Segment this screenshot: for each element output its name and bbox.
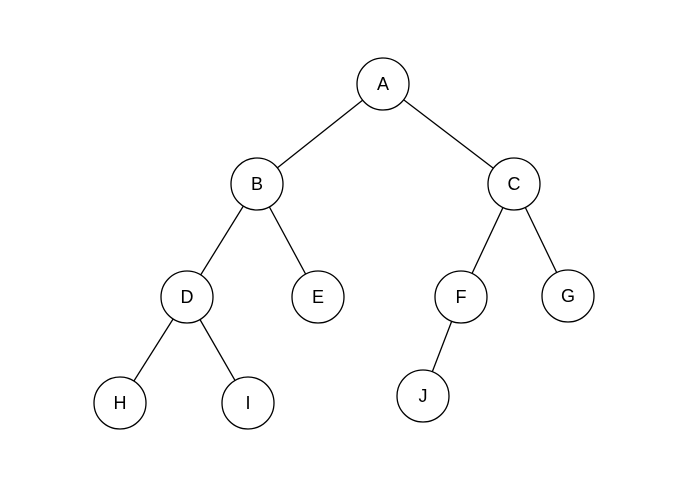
tree-node-i: I (221, 376, 275, 430)
tree-node-e: E (291, 270, 345, 324)
tree-node-j: J (396, 369, 450, 423)
tree-nodes: A B C D E F G H I J (93, 57, 595, 430)
node-label: I (245, 393, 250, 413)
tree-node-f: F (434, 270, 488, 324)
node-circle (221, 376, 275, 430)
tree-node-a: A (356, 57, 410, 111)
node-circle (93, 376, 147, 430)
node-label: H (114, 393, 127, 413)
node-circle (291, 270, 345, 324)
node-circle (434, 270, 488, 324)
node-circle (487, 157, 541, 211)
edge-a-c (382, 83, 515, 185)
node-label: D (181, 287, 194, 307)
node-label: G (561, 286, 575, 306)
tree-edges (119, 83, 569, 404)
node-circle (396, 369, 450, 423)
tree-node-g: G (541, 269, 595, 323)
node-label: J (419, 386, 428, 406)
node-label: B (251, 174, 263, 194)
tree-node-h: H (93, 376, 147, 430)
tree-node-c: C (487, 157, 541, 211)
node-circle (541, 269, 595, 323)
node-circle (230, 157, 284, 211)
node-label: A (377, 74, 389, 94)
tree-node-d: D (160, 270, 214, 324)
edge-a-b (256, 83, 384, 185)
node-circle (356, 57, 410, 111)
node-label: C (508, 174, 521, 194)
node-label: F (456, 287, 467, 307)
tree-node-b: B (230, 157, 284, 211)
node-label: E (312, 287, 324, 307)
node-circle (160, 270, 214, 324)
